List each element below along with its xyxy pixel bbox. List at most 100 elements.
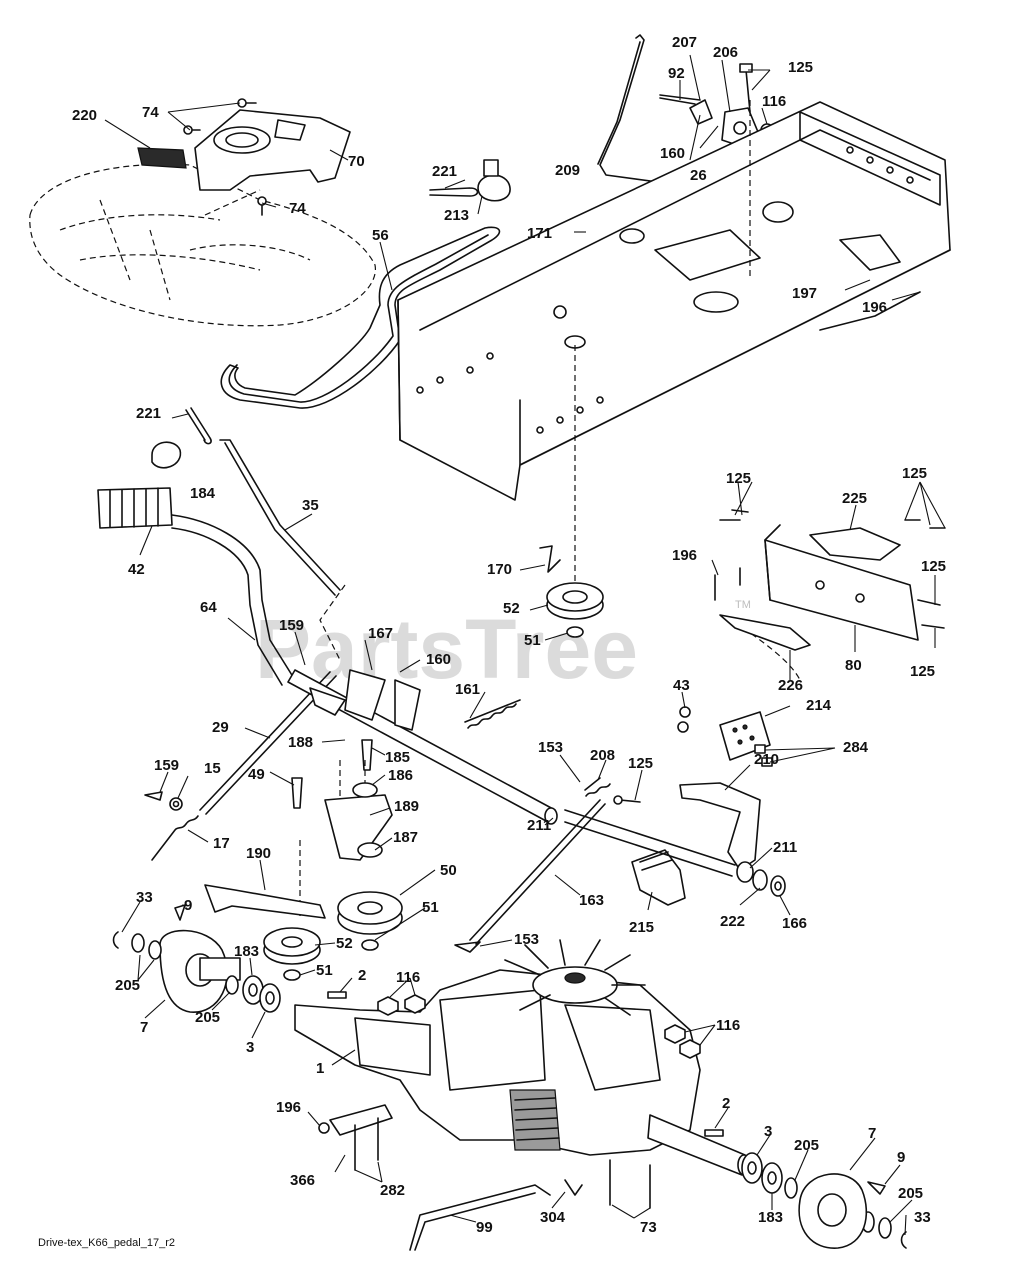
pedal-215 [631, 849, 686, 906]
idler-spring-170 [539, 545, 561, 573]
callout-33-right: 33 [914, 1209, 931, 1226]
callout-187: 187 [393, 829, 418, 846]
callout-64: 64 [200, 599, 217, 616]
clip-221-mid [185, 407, 212, 445]
callout-213: 213 [444, 207, 469, 224]
knob-213 [477, 159, 511, 202]
callout-161: 161 [455, 681, 480, 698]
callout-52-lower: 52 [336, 935, 353, 952]
bolt-185 [361, 739, 373, 771]
clip-221-top [429, 187, 479, 197]
frame-holes [416, 146, 914, 434]
callout-197: 197 [792, 285, 817, 302]
callout-29: 29 [212, 719, 229, 736]
grip-42 [97, 487, 173, 529]
callout-35: 35 [302, 497, 319, 514]
pulley-52-upper [546, 582, 604, 638]
drive-belt-56 [220, 226, 501, 409]
callout-209: 209 [555, 162, 580, 179]
pin-159-left [144, 791, 163, 801]
callout-163: 163 [579, 892, 604, 909]
callout-184: 184 [190, 485, 216, 502]
callout-225: 225 [842, 490, 867, 507]
decal-220 [137, 147, 187, 169]
bolts-125-right [714, 509, 946, 629]
callout-153-lower: 153 [514, 931, 539, 948]
callout-221-mid: 221 [136, 405, 161, 422]
clip-304 [564, 1179, 583, 1196]
callout-190: 190 [246, 845, 271, 862]
fan [504, 939, 646, 1016]
callout-3-left: 3 [246, 1039, 254, 1056]
callout-196-mid: 196 [672, 547, 697, 564]
callout-116-right: 116 [716, 1017, 740, 1034]
bolts-73 [609, 1159, 651, 1209]
callout-74-lower: 74 [289, 200, 306, 217]
callout-26: 26 [690, 167, 707, 184]
washer-15 [169, 797, 183, 811]
callout-51-mid: 51 [422, 899, 439, 916]
callout-116-left: 116 [396, 969, 420, 986]
callout-304: 304 [540, 1209, 566, 1226]
assembly-lines [204, 100, 801, 920]
callout-33-left: 33 [136, 889, 153, 906]
rod-163 [469, 799, 606, 945]
callout-167: 167 [368, 625, 393, 642]
callout-207: 207 [672, 34, 697, 51]
pedal-arm-210 [679, 782, 761, 871]
control-rod-35 [219, 439, 341, 596]
clip-33-left [112, 931, 119, 949]
callout-221-top: 221 [432, 163, 457, 180]
idler-arm-189 [324, 782, 393, 861]
nuts-116 [377, 994, 701, 1059]
callout-15: 15 [204, 760, 221, 777]
spring-17 [151, 815, 199, 861]
bolt-49 [291, 777, 303, 809]
callout-125-bracket-left: 125 [726, 470, 751, 487]
callout-206: 206 [713, 44, 738, 61]
callout-226: 226 [778, 677, 803, 694]
bolt-125-mid [613, 795, 641, 805]
callout-56: 56 [372, 227, 389, 244]
callout-92: 92 [668, 65, 685, 82]
callout-160-top: 160 [660, 145, 685, 162]
callout-153-mid: 153 [538, 739, 563, 756]
callout-51-lower: 51 [316, 962, 333, 979]
callout-205-far-right: 205 [898, 1185, 923, 1202]
callout-205-left: 205 [115, 977, 140, 994]
callout-222: 222 [720, 913, 745, 930]
callout-214: 214 [806, 697, 832, 714]
callout-42: 42 [128, 561, 145, 578]
callout-284: 284 [843, 739, 869, 756]
shaft-right [564, 809, 754, 883]
watermark-trademark: TM [735, 599, 751, 611]
spacer-3-left [259, 983, 281, 1013]
callout-208: 208 [590, 747, 615, 764]
callout-211-left: 211 [527, 817, 551, 834]
callout-186: 186 [388, 767, 413, 784]
callout-2-right: 2 [722, 1095, 730, 1112]
hub-7-left [159, 929, 241, 1013]
callout-125-top: 125 [788, 59, 813, 76]
bolts-282 [354, 1117, 379, 1171]
callout-3-right: 3 [764, 1123, 772, 1140]
callout-211-right: 211 [773, 839, 797, 856]
callout-159-mid: 159 [279, 617, 304, 634]
bolts-43 [677, 706, 691, 733]
bearing-183-right [761, 1162, 783, 1194]
callout-189: 189 [394, 798, 419, 815]
washers-205-left [131, 933, 239, 995]
bracket-225 [809, 527, 901, 561]
callout-43: 43 [673, 677, 690, 694]
bracket-226 [719, 614, 811, 651]
callout-125-mid: 125 [628, 755, 653, 772]
knob-184 [151, 441, 182, 469]
callout-196-top: 196 [862, 299, 887, 316]
callout-125-lower-right: 125 [910, 663, 935, 680]
transaxle-1 [294, 969, 751, 1176]
callout-80: 80 [845, 657, 862, 674]
hub-7-right [798, 1173, 868, 1249]
lift-rod-209 [597, 34, 681, 186]
callout-73: 73 [640, 1219, 657, 1236]
